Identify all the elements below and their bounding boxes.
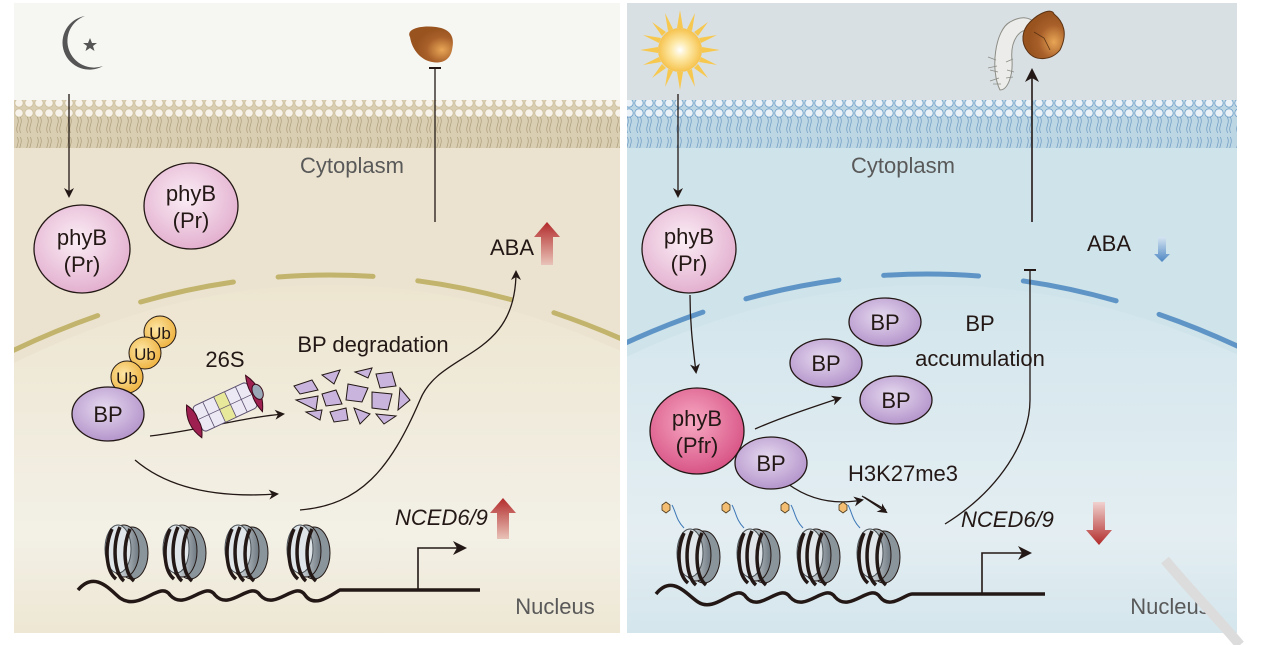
ub-label: Ub xyxy=(116,369,138,388)
bp-to-h3k27me3-arrow xyxy=(787,483,864,507)
phyB-activation-arrow xyxy=(689,294,700,374)
transcription-start-arrow xyxy=(981,546,1032,594)
accumulation-label-line1: BP xyxy=(965,311,994,336)
light-gene-label: NCED6/9 xyxy=(961,507,1054,532)
phyB-state-label: (Pr) xyxy=(64,252,101,277)
histone-mark-label: H3K27me3 xyxy=(848,461,958,486)
bp-label: BP xyxy=(811,351,840,376)
nucleosome-icon xyxy=(795,527,842,587)
phyB-pfr-protein: phyB (Pfr) xyxy=(649,387,745,475)
phyB-label: phyB xyxy=(57,225,107,250)
nucleosome-icon xyxy=(285,523,332,583)
transcription-start-arrow xyxy=(417,541,467,590)
dark-gene-label: NCED6/9 xyxy=(395,505,488,530)
phyB-state-label: (Pfr) xyxy=(676,433,719,458)
phyB-label: phyB xyxy=(664,224,714,249)
accumulation-label-line2: accumulation xyxy=(915,346,1045,371)
bp-protein: BP xyxy=(734,436,808,490)
bp-protein: BP xyxy=(848,297,922,347)
bp-label: BP xyxy=(756,451,785,476)
phyB-label: phyB xyxy=(166,181,216,206)
nucleosome-icon xyxy=(161,523,208,583)
bp-label: BP xyxy=(881,388,910,413)
ubiquitin-chain: Ub Ub Ub xyxy=(110,315,177,394)
watermark-stroke xyxy=(1161,556,1244,645)
light-chromatin xyxy=(654,501,1045,607)
aba-down-arrow-icon xyxy=(1154,237,1170,262)
bp-protein: BP xyxy=(859,375,933,425)
nucleosome-icon xyxy=(855,527,902,587)
proteasome-26s-icon xyxy=(185,374,264,439)
dark-cytoplasm-label: Cytoplasm xyxy=(300,153,404,178)
ub-label: Ub xyxy=(149,324,171,343)
bp-protein: BP xyxy=(71,386,145,442)
h3k27me3-mark-icon xyxy=(661,501,861,529)
bp-fragments-icon xyxy=(293,367,411,425)
dark-chromatin xyxy=(76,523,480,604)
dormant-seed-icon xyxy=(409,26,453,63)
phyB-state-label: (Pr) xyxy=(671,251,708,276)
moon-star-icon xyxy=(62,16,103,70)
dark-panel xyxy=(14,3,620,633)
dark-nucleus-label: Nucleus xyxy=(515,594,594,619)
dark-aba-label: ABA xyxy=(490,235,534,260)
light-nucleus-bg xyxy=(627,285,1237,633)
phyB-pr-protein: phyB (Pr) xyxy=(143,162,239,250)
sun-icon xyxy=(640,10,720,90)
phyB-pr-protein: phyB (Pr) xyxy=(641,204,737,294)
proteasome-label: 26S xyxy=(205,347,244,372)
nced-up-arrow-icon xyxy=(490,498,516,539)
light-aba-label: ABA xyxy=(1087,231,1131,256)
ub-label: Ub xyxy=(134,345,156,364)
phyB-pr-protein: phyB (Pr) xyxy=(33,204,131,294)
nucleosome-icon xyxy=(103,523,150,583)
aba-up-arrow-icon xyxy=(534,222,560,265)
light-nuclear-envelope xyxy=(627,271,1237,349)
germinating-seed-icon xyxy=(987,10,1065,91)
bp-label: BP xyxy=(93,402,122,427)
degradation-label: BP degradation xyxy=(297,332,448,357)
pfr-to-accumulation-arrow xyxy=(754,395,842,430)
nced-to-aba-line xyxy=(944,270,1031,525)
bp-to-gene-arrow xyxy=(134,459,279,500)
phyB-label: phyB xyxy=(672,406,722,431)
bp-label: BP xyxy=(870,310,899,335)
light-cytoplasm-label: Cytoplasm xyxy=(851,153,955,178)
nucleosome-icon xyxy=(223,523,270,583)
bp-protein: BP xyxy=(789,338,863,388)
phyB-state-label: (Pr) xyxy=(173,208,210,233)
dark-nuclear-envelope xyxy=(14,272,620,353)
light-membrane-lipids xyxy=(627,100,1237,148)
nucleosome-icon xyxy=(735,527,782,587)
nced-down-arrow-icon xyxy=(1086,502,1112,545)
h3k27me3-to-gene-arrow xyxy=(861,495,888,514)
dark-membrane-lipids xyxy=(14,100,620,148)
nced-to-aba-arrow xyxy=(299,270,521,511)
nucleosome-icon xyxy=(675,527,722,587)
